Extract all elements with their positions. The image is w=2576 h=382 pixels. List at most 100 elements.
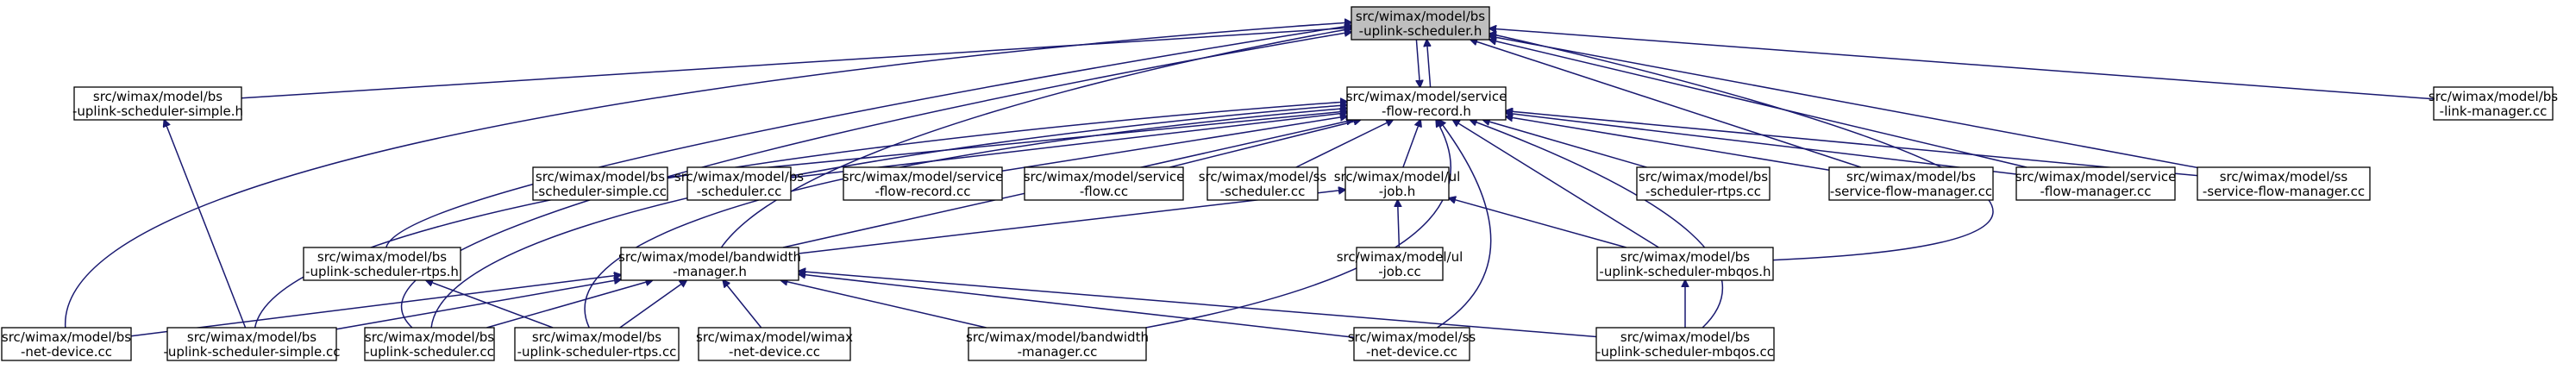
edge-bwcc-to-sfrh (1145, 120, 1451, 329)
node-box (1351, 6, 1490, 41)
node-box (1024, 166, 1184, 201)
edge-ulcc-to-ulh (1398, 200, 1400, 248)
node-linkmgr[interactable]: src/wimax/model/bs-link-manager.cc (2429, 86, 2558, 121)
node-box (1344, 166, 1450, 201)
node-label-line: src/wimax/model/service (2015, 169, 2177, 185)
node-ucc[interactable]: src/wimax/model/bs-uplink-scheduler.cc (364, 327, 495, 361)
node-label-line: src/wimax/model/ss (1348, 329, 1476, 345)
node-box (532, 166, 668, 201)
edge-schedsimple-to-sfrh (667, 111, 1347, 178)
node-label-line: -manager.cc (1018, 344, 1098, 360)
nodes-layer: src/wimax/model/bs-uplink-scheduler.hsrc… (1, 6, 2558, 361)
edge-urtpscc-to-sfrh (584, 109, 1347, 329)
edge-ssnet-to-sfrh (1436, 120, 1492, 329)
node-label-line: src/wimax/model/bs (1620, 249, 1750, 265)
node-ssnet[interactable]: src/wimax/model/ss-net-device.cc (1348, 327, 1476, 361)
node-ulh[interactable]: src/wimax/model/ul-job.h (1334, 166, 1461, 201)
node-label-line: src/wimax/model/service (1024, 169, 1185, 185)
edge-bwcc-to-bwh (780, 280, 987, 329)
edge-urtpscc-to-urtpsh (426, 280, 554, 329)
node-label-line: src/wimax/model/bs (1639, 169, 1768, 185)
node-box (2197, 166, 2371, 201)
node-label-line: src/wimax/model/ss (2220, 169, 2348, 185)
node-label-line: -uplink-scheduler-mbqos.h (1599, 264, 1771, 279)
node-label-line: src/wimax/model/bs (1620, 329, 1750, 345)
node-ssched[interactable]: src/wimax/model/ss-scheduler.cc (1199, 166, 1327, 201)
node-label-line: src/wimax/model/bs (536, 169, 665, 185)
node-box (166, 327, 337, 361)
node-box (1356, 247, 1444, 281)
node-label-line: src/wimax/model/bs (1356, 9, 1485, 24)
node-schedsimple[interactable]: src/wimax/model/bs-scheduler-simple.cc (532, 166, 668, 201)
node-wimaxnet[interactable]: src/wimax/model/wimax-net-device.cc (696, 327, 853, 361)
node-label-line: -flow-manager.cc (2040, 184, 2151, 199)
node-box (1346, 86, 1507, 121)
node-sfrcc[interactable]: src/wimax/model/service-flow-record.cc (843, 166, 1004, 201)
node-ulcc[interactable]: src/wimax/model/ul-job.cc (1337, 247, 1463, 281)
node-box (2433, 86, 2554, 121)
node-bwcc[interactable]: src/wimax/model/bandwidth-manager.cc (966, 327, 1149, 361)
node-label-line: src/wimax/model/bs (365, 329, 494, 345)
node-urtpsh[interactable]: src/wimax/model/bs-uplink-scheduler-rtps… (303, 247, 461, 281)
node-sssfm[interactable]: src/wimax/model/ss-service-flow-manager.… (2197, 166, 2371, 201)
node-label-line: src/wimax/model/bs (317, 249, 447, 265)
edge-linkmgr-to-root (1489, 28, 2435, 100)
node-label-line: src/wimax/model/bs (93, 89, 223, 104)
node-label-line: src/wimax/model/bandwidth (618, 249, 801, 265)
node-label-line: -scheduler.cc (1220, 184, 1306, 199)
edge-umbqoscc-to-bwh (799, 272, 1597, 338)
node-label-line: -service-flow-manager.cc (1830, 184, 1992, 199)
node-label-line: src/wimax/model/bs (532, 329, 661, 345)
node-usimpleh[interactable]: src/wimax/model/bs-uplink-scheduler-simp… (72, 86, 243, 121)
node-usimplecc[interactable]: src/wimax/model/bs-uplink-scheduler-simp… (164, 327, 341, 361)
node-label-line: -net-device.cc (1366, 344, 1457, 360)
node-bssfm[interactable]: src/wimax/model/bs-service-flow-manager.… (1828, 166, 1994, 201)
node-label-line: -uplink-scheduler-simple.h (72, 103, 243, 119)
node-box (1207, 166, 1319, 201)
edge-sfcc-to-sfrh (1169, 120, 1360, 168)
node-label-line: src/wimax/model/ss (1199, 169, 1327, 185)
node-sched[interactable]: src/wimax/model/bs-scheduler.cc (674, 166, 804, 201)
node-label-line: -net-device.cc (21, 344, 112, 360)
node-bsnet[interactable]: src/wimax/model/bs-net-device.cc (1, 327, 132, 361)
edge-schedrtps-to-sfrh (1483, 120, 1647, 168)
node-umbqosh[interactable]: src/wimax/model/bs-uplink-scheduler-mbqo… (1596, 247, 1774, 281)
node-label-line: src/wimax/model/service (843, 169, 1004, 185)
node-urtpscc[interactable]: src/wimax/model/bs-uplink-scheduler-rtps… (514, 327, 680, 361)
edge-ssnet-to-bwh (799, 274, 1355, 339)
edge-usimplecc-to-usimpleh (164, 120, 247, 329)
node-bwh[interactable]: src/wimax/model/bandwidth-manager.h (618, 247, 801, 281)
edge-ulh-to-sfrh (1402, 120, 1420, 168)
node-sfrh[interactable]: src/wimax/model/service-flow-record.h (1346, 86, 1507, 121)
edge-sfm-to-root (1489, 40, 2028, 168)
node-box (303, 247, 461, 281)
node-sfm[interactable]: src/wimax/model/service-flow-manager.cc (2015, 166, 2177, 201)
node-sfcc[interactable]: src/wimax/model/service-flow.cc (1024, 166, 1185, 201)
node-label-line: -uplink-scheduler-simple.cc (164, 344, 341, 360)
node-label-line: -uplink-scheduler.cc (365, 344, 494, 360)
node-label-line: -flow-record.h (1382, 103, 1471, 119)
edge-sssfm-to-sfrh (1506, 111, 2198, 177)
node-label-line: src/wimax/model/bs (674, 169, 804, 185)
edge-umbqosh-to-sfrh (1453, 120, 1659, 248)
edge-bssfm-to-sfrh (1506, 116, 1830, 172)
node-box (73, 86, 242, 121)
node-label-line: -link-manager.cc (2440, 103, 2548, 119)
node-box (698, 327, 851, 361)
node-label-line: -uplink-scheduler-rtps.cc (517, 344, 677, 360)
edge-urtpscc-to-bwh (619, 280, 686, 329)
node-box (686, 166, 792, 201)
edge-bssfm-to-root (1470, 40, 1862, 168)
edge-sfm-to-sfrh (1506, 113, 2017, 175)
node-schedrtps[interactable]: src/wimax/model/bs-scheduler-rtps.cc (1636, 166, 1771, 201)
node-label-line: src/wimax/model/bs (2429, 89, 2558, 104)
edge-sssfm-to-root (1489, 36, 2198, 169)
node-umbqoscc[interactable]: src/wimax/model/bs-uplink-scheduler-mbqo… (1595, 327, 1775, 361)
node-label-line: src/wimax/model/service (1346, 89, 1507, 104)
node-root[interactable]: src/wimax/model/bs-uplink-scheduler.h (1351, 6, 1490, 41)
node-label-line: -net-device.cc (729, 344, 820, 360)
node-label-line: src/wimax/model/bandwidth (966, 329, 1149, 345)
node-box (1636, 166, 1771, 201)
edge-wimaxnet-to-bwh (723, 280, 762, 329)
